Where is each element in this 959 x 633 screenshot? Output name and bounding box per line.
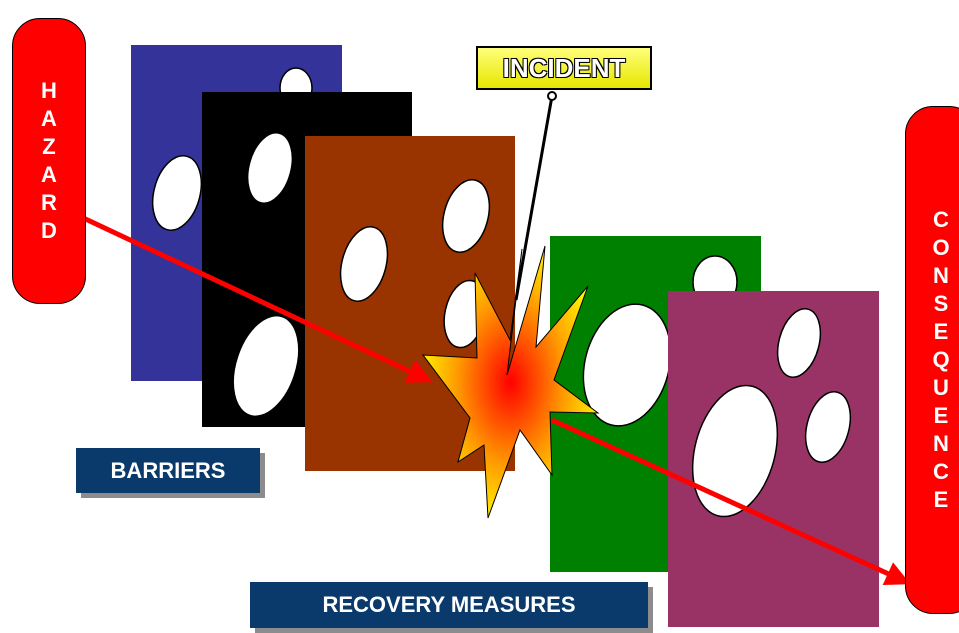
hazard-letter: Z [42,133,55,161]
consequence-letter: O [932,234,949,262]
recovery-panel-maroon [668,291,879,627]
incident-label: INCIDENT [476,46,652,90]
consequence-label: C O N S E Q U E N C E [905,106,959,614]
hazard-letter: D [41,217,57,245]
recovery-measures-label: RECOVERY MEASURES [250,582,648,628]
barriers-label: BARRIERS [76,448,260,493]
consequence-letter: E [934,486,949,514]
incident-pointer-line [516,96,552,300]
consequence-letter: E [934,402,949,430]
hazard-letter: A [41,161,57,189]
consequence-letter: N [933,430,949,458]
hazard-label: H A Z A R D [12,18,86,304]
hazard-letter: R [41,189,57,217]
consequence-letter: S [934,290,949,318]
hazard-letter: H [41,77,57,105]
consequence-letter: U [933,374,949,402]
consequence-letter: E [934,318,949,346]
consequence-letter: N [933,262,949,290]
consequence-letter: Q [932,346,949,374]
consequence-letter: C [933,458,949,486]
hazard-letter: A [41,105,57,133]
consequence-letter: C [933,206,949,234]
